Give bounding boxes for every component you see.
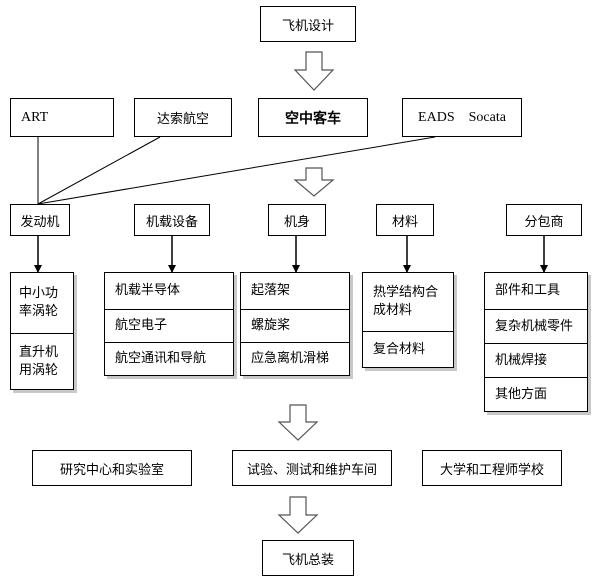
support-testing-label: 试验、测试和维护车间 xyxy=(246,462,377,478)
partner-art-label: ART xyxy=(21,109,49,125)
category-avionics: 机载设备 xyxy=(134,204,210,236)
block-arrow-3 xyxy=(277,404,319,441)
category-subcontractor: 分包商 xyxy=(506,204,582,236)
final-assembly-box: 飞机总装 xyxy=(262,540,354,576)
block-arrow-4 xyxy=(277,496,319,534)
partner-dassault-label: 达索航空 xyxy=(156,112,209,127)
category-engine-label: 发动机 xyxy=(20,214,60,230)
materials-list: 热学结构合成材料 复合材料 xyxy=(362,272,454,368)
support-research-label: 研究中心和实验室 xyxy=(59,462,164,478)
category-subcontractor-label: 分包商 xyxy=(524,214,564,230)
list-item: 热学结构合成材料 xyxy=(373,285,439,318)
list-item: 直升机用涡轮 xyxy=(11,333,73,390)
aircraft-design-label: 飞机设计 xyxy=(281,18,334,34)
avionics-list: 机载半导体 航空电子 航空通讯和导航 xyxy=(104,272,234,376)
category-avionics-label: 机载设备 xyxy=(145,214,198,230)
list-item: 应急离机滑梯 xyxy=(241,342,349,375)
list-item: 复杂机械零件 xyxy=(485,309,587,343)
category-airframe-label: 机身 xyxy=(283,214,310,230)
connector-line xyxy=(37,136,161,205)
support-universities-label: 大学和工程师学校 xyxy=(439,462,544,478)
list-item: 螺旋桨 xyxy=(241,309,349,342)
support-research: 研究中心和实验室 xyxy=(32,450,192,486)
partner-eads-socata-label: EADS Socata xyxy=(418,109,506,125)
category-materials: 材料 xyxy=(376,204,434,236)
support-universities: 大学和工程师学校 xyxy=(422,450,562,486)
partner-airbus: 空中客车 xyxy=(258,98,368,137)
list-item: 其他方面 xyxy=(485,377,587,411)
airframe-list: 起落架 螺旋桨 应急离机滑梯 xyxy=(240,272,350,376)
list-item: 机械焊接 xyxy=(485,343,587,377)
engine-list: 中小功率涡轮 直升机用涡轮 xyxy=(10,272,74,390)
category-materials-label: 材料 xyxy=(391,214,418,230)
support-testing: 试验、测试和维护车间 xyxy=(232,450,392,486)
category-engine: 发动机 xyxy=(10,204,70,236)
list-item: 机载半导体 xyxy=(115,283,181,298)
list-item: 中小功率涡轮 xyxy=(19,286,59,319)
list-item: 部件和工具 xyxy=(495,283,561,298)
list-item: 起落架 xyxy=(251,283,291,298)
aircraft-design-box: 飞机设计 xyxy=(260,6,356,42)
subcontractor-list: 部件和工具 复杂机械零件 机械焊接 其他方面 xyxy=(484,272,588,412)
block-arrow-1 xyxy=(293,51,335,91)
category-airframe: 机身 xyxy=(268,204,326,236)
partner-eads-socata: EADS Socata xyxy=(402,98,522,137)
block-arrow-2 xyxy=(293,167,335,197)
partner-dassault: 达索航空 xyxy=(134,98,232,137)
final-assembly-label: 飞机总装 xyxy=(281,552,334,568)
list-item: 航空通讯和导航 xyxy=(105,342,233,375)
partner-art: ART xyxy=(10,98,114,137)
partner-airbus-label: 空中客车 xyxy=(285,110,341,127)
list-item: 复合材料 xyxy=(363,331,453,367)
list-item: 航空电子 xyxy=(105,309,233,342)
connector-line xyxy=(37,136,436,205)
